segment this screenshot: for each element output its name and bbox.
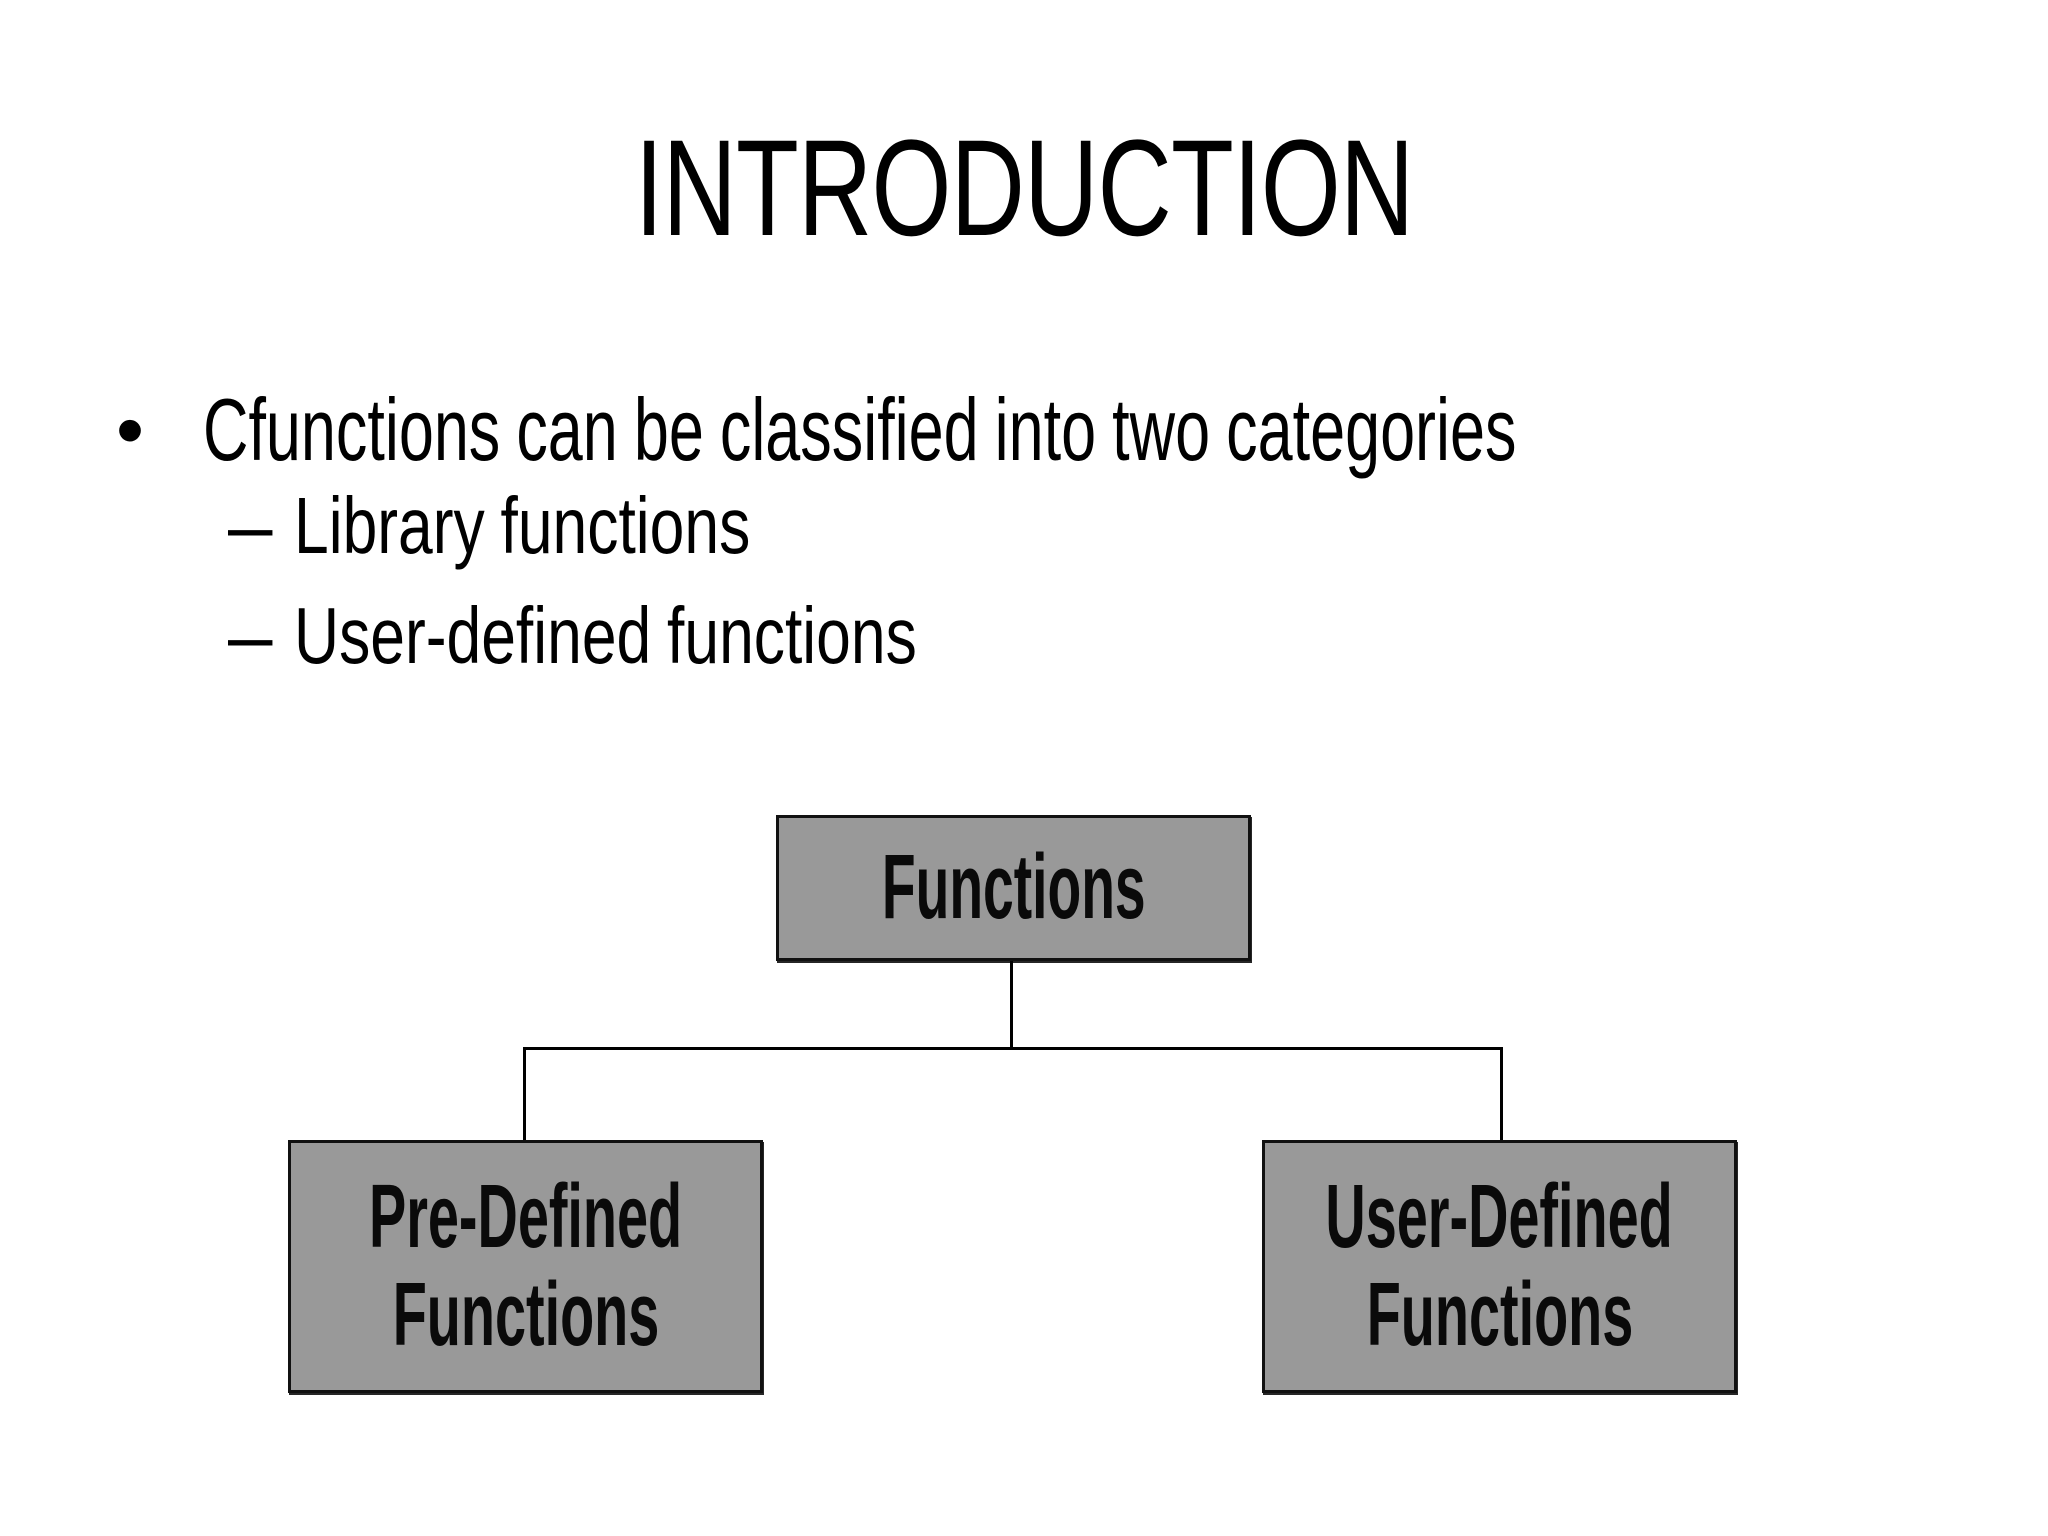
diagram-box-predefined-label-line2: Functions xyxy=(392,1264,659,1365)
sub-bullet-userdefined: User-defined functions xyxy=(294,596,1092,676)
sub-bullet-dash-icon: – xyxy=(228,591,273,680)
diagram-box-userdefined-label-line2: Functions xyxy=(1366,1264,1633,1365)
sub-bullet-library-text: Library functions xyxy=(294,481,751,570)
bullet-dot-icon: • xyxy=(116,385,145,474)
diagram-box-predefined-label-line1: Pre-Defined xyxy=(368,1167,683,1268)
diagram-box-predefined-functions: Pre-Defined Functions xyxy=(288,1140,763,1393)
bullet-line-text: Cfunctions can be classified into two ca… xyxy=(203,380,1517,479)
slide-title: INTRODUCTION xyxy=(0,120,2048,257)
connector-left-drop xyxy=(523,1047,526,1143)
diagram-box-functions: Functions xyxy=(776,815,1251,961)
connector-horizontal xyxy=(523,1047,1503,1050)
sub-bullet-userdefined-text: User-defined functions xyxy=(294,591,917,680)
diagram-box-userdefined-label-line1: User-Defined xyxy=(1325,1167,1674,1268)
connector-root-vertical xyxy=(1010,961,1013,1050)
bullet-line: Cfunctions can be classified into two ca… xyxy=(203,386,2040,474)
sub-bullet-library: Library functions xyxy=(294,486,879,566)
sub-bullet-dash-icon: – xyxy=(228,481,273,570)
diagram-box-userdefined-functions: User-Defined Functions xyxy=(1262,1140,1737,1393)
connector-right-drop xyxy=(1500,1047,1503,1143)
diagram-box-functions-label: Functions xyxy=(881,836,1146,939)
slide-title-text: INTRODUCTION xyxy=(634,112,1414,265)
